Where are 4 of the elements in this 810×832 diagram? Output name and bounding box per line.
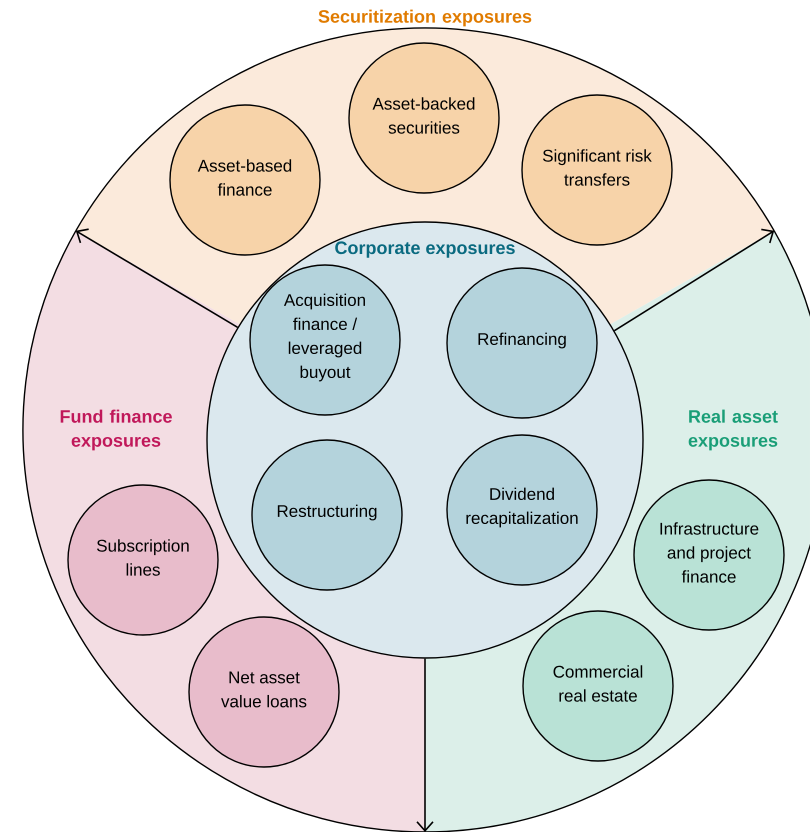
arrow [416,658,434,832]
arrow [614,228,774,332]
arrow [76,228,238,328]
node-label: Securitization exposures [318,10,532,26]
